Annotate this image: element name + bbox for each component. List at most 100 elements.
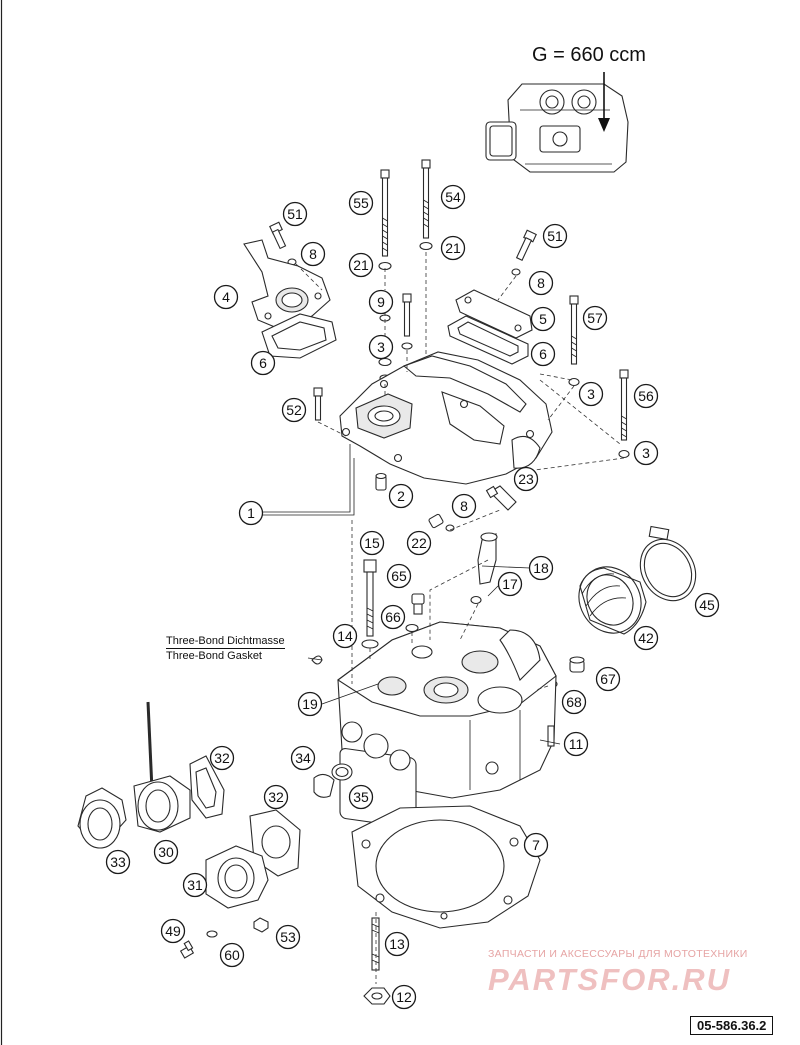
callout-60: 60	[219, 942, 245, 968]
bolt-57-group	[401, 293, 580, 387]
svg-text:66: 66	[385, 609, 401, 625]
callout-51: 51	[282, 201, 308, 227]
intake-boot-42	[578, 566, 647, 635]
callout-55: 55	[348, 190, 374, 216]
svg-text:45: 45	[699, 597, 715, 613]
variant-inset-drawing	[485, 72, 629, 173]
callout-51: 51	[542, 223, 568, 249]
callout-42: 42	[633, 625, 659, 651]
callout-35: 35	[348, 784, 374, 810]
callout-8: 8	[528, 270, 554, 296]
callout-15: 15	[359, 530, 385, 556]
dowel-2	[375, 472, 387, 491]
svg-text:21: 21	[353, 257, 369, 273]
bolt-56	[618, 369, 630, 459]
svg-text:8: 8	[309, 246, 317, 262]
gasket-6-right	[447, 315, 529, 365]
svg-text:12: 12	[396, 989, 412, 1005]
callout-13: 13	[384, 931, 410, 957]
hose-clamp-45	[639, 525, 697, 602]
svg-text:65: 65	[391, 568, 407, 584]
svg-text:31: 31	[187, 877, 203, 893]
callout-31: 31	[182, 872, 208, 898]
callout-53: 53	[275, 924, 301, 950]
callout-21: 21	[440, 235, 466, 261]
screw-49	[179, 940, 195, 959]
svg-text:32: 32	[268, 789, 284, 805]
cylinder-head	[337, 621, 557, 829]
variant-label: G = 660 ccm	[532, 44, 646, 66]
callout-2: 2	[388, 483, 414, 509]
svg-text:54: 54	[445, 189, 461, 205]
svg-text:8: 8	[537, 275, 545, 291]
svg-text:32: 32	[214, 750, 230, 766]
svg-text:11: 11	[569, 736, 584, 752]
svg-text:3: 3	[377, 339, 385, 355]
callout-32: 32	[209, 745, 235, 771]
callout-6: 6	[250, 350, 276, 376]
callout-49: 49	[160, 918, 186, 944]
callout-32: 32	[263, 784, 289, 810]
callout-6: 6	[530, 341, 556, 367]
callout-19: 19	[297, 691, 323, 717]
intake-flange-30	[133, 701, 191, 833]
callouts: 1 2 3 3 3 4 5 6 6 7 8 8 8 9 11 12 13 14 …	[105, 184, 720, 1010]
callout-67: 67	[595, 666, 621, 692]
svg-text:3: 3	[587, 386, 595, 402]
svg-text:33: 33	[110, 854, 126, 870]
svg-text:30: 30	[158, 844, 174, 860]
bolt-55	[378, 169, 392, 271]
svg-text:52: 52	[286, 402, 302, 418]
leader-lines	[307, 565, 561, 853]
callout-45: 45	[694, 592, 720, 618]
callout-5: 5	[530, 306, 556, 332]
callout-54: 54	[440, 184, 466, 210]
callout-30: 30	[153, 839, 179, 865]
callout-57: 57	[582, 305, 608, 331]
svg-text:56: 56	[638, 388, 654, 404]
callout-23: 23	[513, 466, 539, 492]
svg-text:8: 8	[460, 498, 468, 514]
sensor-22	[428, 513, 455, 532]
callout-56: 56	[633, 383, 659, 409]
bolt-15	[361, 559, 379, 649]
callout-65: 65	[386, 563, 412, 589]
svg-text:68: 68	[566, 694, 582, 710]
callout-18: 18	[528, 555, 554, 581]
svg-text:6: 6	[539, 346, 547, 362]
watermark-brand: PARTSFOR.RU	[488, 962, 732, 997]
callout-21: 21	[348, 252, 374, 278]
svg-text:7: 7	[532, 837, 540, 853]
svg-text:55: 55	[353, 195, 369, 211]
cover-plate-5	[455, 289, 533, 339]
svg-text:51: 51	[547, 228, 563, 244]
callout-34: 34	[290, 745, 316, 771]
svg-text:51: 51	[287, 206, 303, 222]
svg-text:53: 53	[280, 929, 296, 945]
sealant-note-line1: Three-Bond Dichtmasse	[166, 635, 285, 647]
intake-manifold-31	[205, 845, 269, 909]
svg-text:17: 17	[502, 576, 518, 592]
callout-3: 3	[368, 334, 394, 360]
callout-4: 4	[213, 284, 239, 310]
svg-text:57: 57	[587, 310, 603, 326]
callout-33: 33	[105, 849, 131, 875]
stud-13	[371, 917, 380, 971]
callout-52: 52	[281, 397, 307, 423]
gasket-6-left	[261, 313, 337, 359]
svg-text:35: 35	[353, 789, 369, 805]
nut-12	[363, 987, 391, 1005]
assembly-lines	[295, 252, 625, 984]
callout-22: 22	[406, 530, 432, 556]
svg-text:5: 5	[539, 311, 547, 327]
sensor-23	[485, 485, 517, 511]
svg-text:42: 42	[638, 630, 654, 646]
callout-11: 11	[563, 731, 589, 757]
camshaft-carrier	[339, 351, 553, 485]
watermark-subtitle: ЗАПЧАСТИ И АКСЕССУАРЫ ДЛЯ МОТОТЕХНИКИ	[488, 948, 748, 960]
svg-text:60: 60	[224, 947, 240, 963]
bolt-52	[313, 387, 323, 421]
callout-3: 3	[578, 381, 604, 407]
callout-68: 68	[561, 689, 587, 715]
